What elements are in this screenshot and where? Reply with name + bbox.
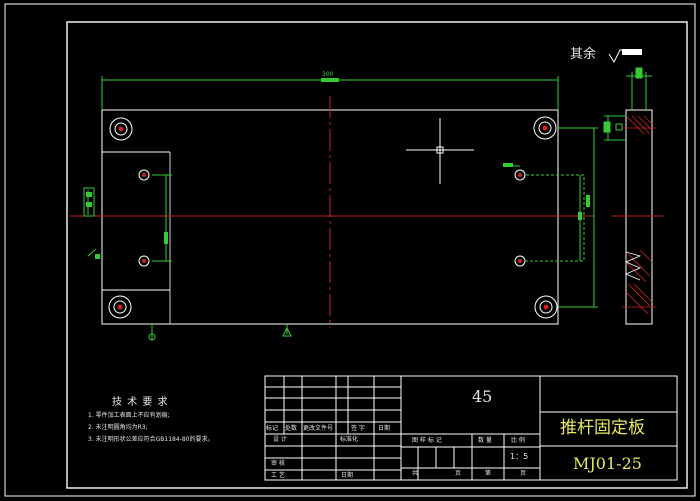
sheet-outer-border [4,3,696,497]
label-date2: 日期 [341,472,354,479]
label-sheet-unit: 页 [520,470,527,477]
label-process: 工 艺 [271,472,285,479]
label-weight: 数 量 [478,437,492,444]
label-change-doc: 更改文件号 [303,425,334,432]
guide-hole-top-left [109,117,133,141]
label-mark: 标记 [266,425,279,432]
tech-req-item-3: 3. 未注明形状公差应符合GB1184-80的要求。 [88,436,214,443]
ejector-hole-2 [138,255,150,267]
plate-front-view [70,96,595,328]
label-sheet-no: 第 [485,470,492,477]
scale-value: 1：5 [510,452,529,461]
tech-req-title: 技 术 要 求 [112,397,169,408]
label-standardization: 标准化 [340,436,359,443]
dimension-lines [87,76,598,340]
label-signature: 签 字 [351,425,365,432]
label-total: 共 [412,470,419,477]
tech-req-item-2: 2. 未注明圆角均为R3; [88,424,148,431]
guide-hole-top-right [533,116,557,140]
plate-side-view [603,67,664,325]
material-value: 45 [472,387,493,406]
label-design: 设 计 [273,436,287,443]
label-check: 审 核 [271,460,285,467]
roughness-label: 其余 [570,47,597,62]
ejector-hole-4 [514,255,526,267]
drawing-number: MJ01-25 [573,454,642,473]
dimension-text-marks [83,78,590,341]
sheet-inner-border [66,21,688,489]
label-sheet: 页 [455,470,462,477]
label-stage-mark: 图 样 标 记 [412,437,442,444]
title-block-grid [264,375,678,481]
tech-req-item-1: 1. 零件加工表面上不应有划痕; [88,412,170,419]
label-count: 处数 [285,425,298,432]
crosshair-cursor [406,118,474,184]
overall-width-dimension: 300 [322,71,334,78]
part-name: 推杆固定板 [560,418,645,438]
ejector-hole-3 [514,169,526,181]
label-ratio: 比 例 [511,437,525,444]
roughness-symbol-icon [608,49,642,64]
label-date: 日期 [378,425,391,432]
ejector-hole-1 [138,169,150,181]
guide-hole-bottom-left [108,295,132,319]
guide-hole-bottom-right [534,295,558,319]
